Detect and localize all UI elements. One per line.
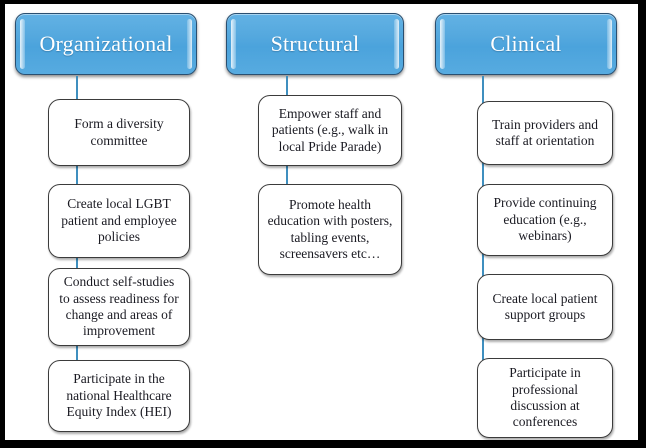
node-box[interactable]: Conduct self-studies to assess readiness… — [48, 268, 190, 346]
node-box[interactable]: Promote health education with posters, t… — [258, 184, 402, 275]
node-label: Provide continuing education (e.g., webi… — [493, 195, 597, 244]
frame-border-left — [0, 0, 5, 448]
bevel-highlight-left-icon — [20, 19, 25, 69]
node-box[interactable]: Create local LGBT patient and employee p… — [48, 184, 190, 258]
node-box[interactable]: Provide continuing education (e.g., webi… — [477, 184, 613, 256]
node-box[interactable]: Empower staff and patients (e.g., walk i… — [258, 95, 402, 166]
column-header-clinical[interactable]: Clinical — [435, 13, 617, 75]
bevel-highlight-left-icon — [440, 19, 445, 69]
column-header-structural[interactable]: Structural — [226, 13, 404, 75]
node-label: Create local LGBT patient and employee p… — [61, 196, 177, 245]
node-label: Conduct self-studies to assess readiness… — [59, 274, 179, 339]
frame-border-top — [0, 0, 646, 4]
node-label: Empower staff and patients (e.g., walk i… — [271, 105, 389, 154]
column-header-label: Structural — [270, 30, 360, 56]
node-box[interactable]: Create local patient support groups — [477, 274, 613, 340]
frame-border-bottom — [0, 440, 646, 448]
bevel-highlight-left-icon — [231, 19, 236, 69]
node-label: Train providers and staff at orientation — [492, 116, 598, 148]
node-label: Form a diversity committee — [74, 116, 164, 148]
diagram-column-structural: Structural Empower staff and patients (e… — [222, 0, 420, 448]
diagram-column-clinical: Clinical Train providers and staff at or… — [432, 0, 628, 448]
bevel-highlight-right-icon — [187, 19, 192, 69]
bevel-highlight-right-icon — [394, 19, 399, 69]
node-label: Participate in professional discussion a… — [509, 365, 581, 430]
node-box[interactable]: Train providers and staff at orientation — [477, 101, 613, 165]
frame-border-right — [638, 0, 646, 448]
node-box[interactable]: Participate in professional discussion a… — [477, 358, 613, 438]
node-label: Promote health education with posters, t… — [267, 196, 393, 261]
node-label: Create local patient support groups — [492, 290, 598, 322]
column-header-label: Organizational — [39, 30, 173, 56]
column-header-organizational[interactable]: Organizational — [15, 13, 197, 75]
bevel-highlight-right-icon — [607, 19, 612, 69]
node-box[interactable]: Participate in the national Healthcare E… — [48, 360, 190, 432]
node-box[interactable]: Form a diversity committee — [48, 99, 190, 166]
column-header-label: Clinical — [490, 30, 562, 56]
diagram-column-organizational: Organizational Form a diversity committe… — [8, 0, 208, 448]
node-label: Participate in the national Healthcare E… — [66, 371, 172, 420]
